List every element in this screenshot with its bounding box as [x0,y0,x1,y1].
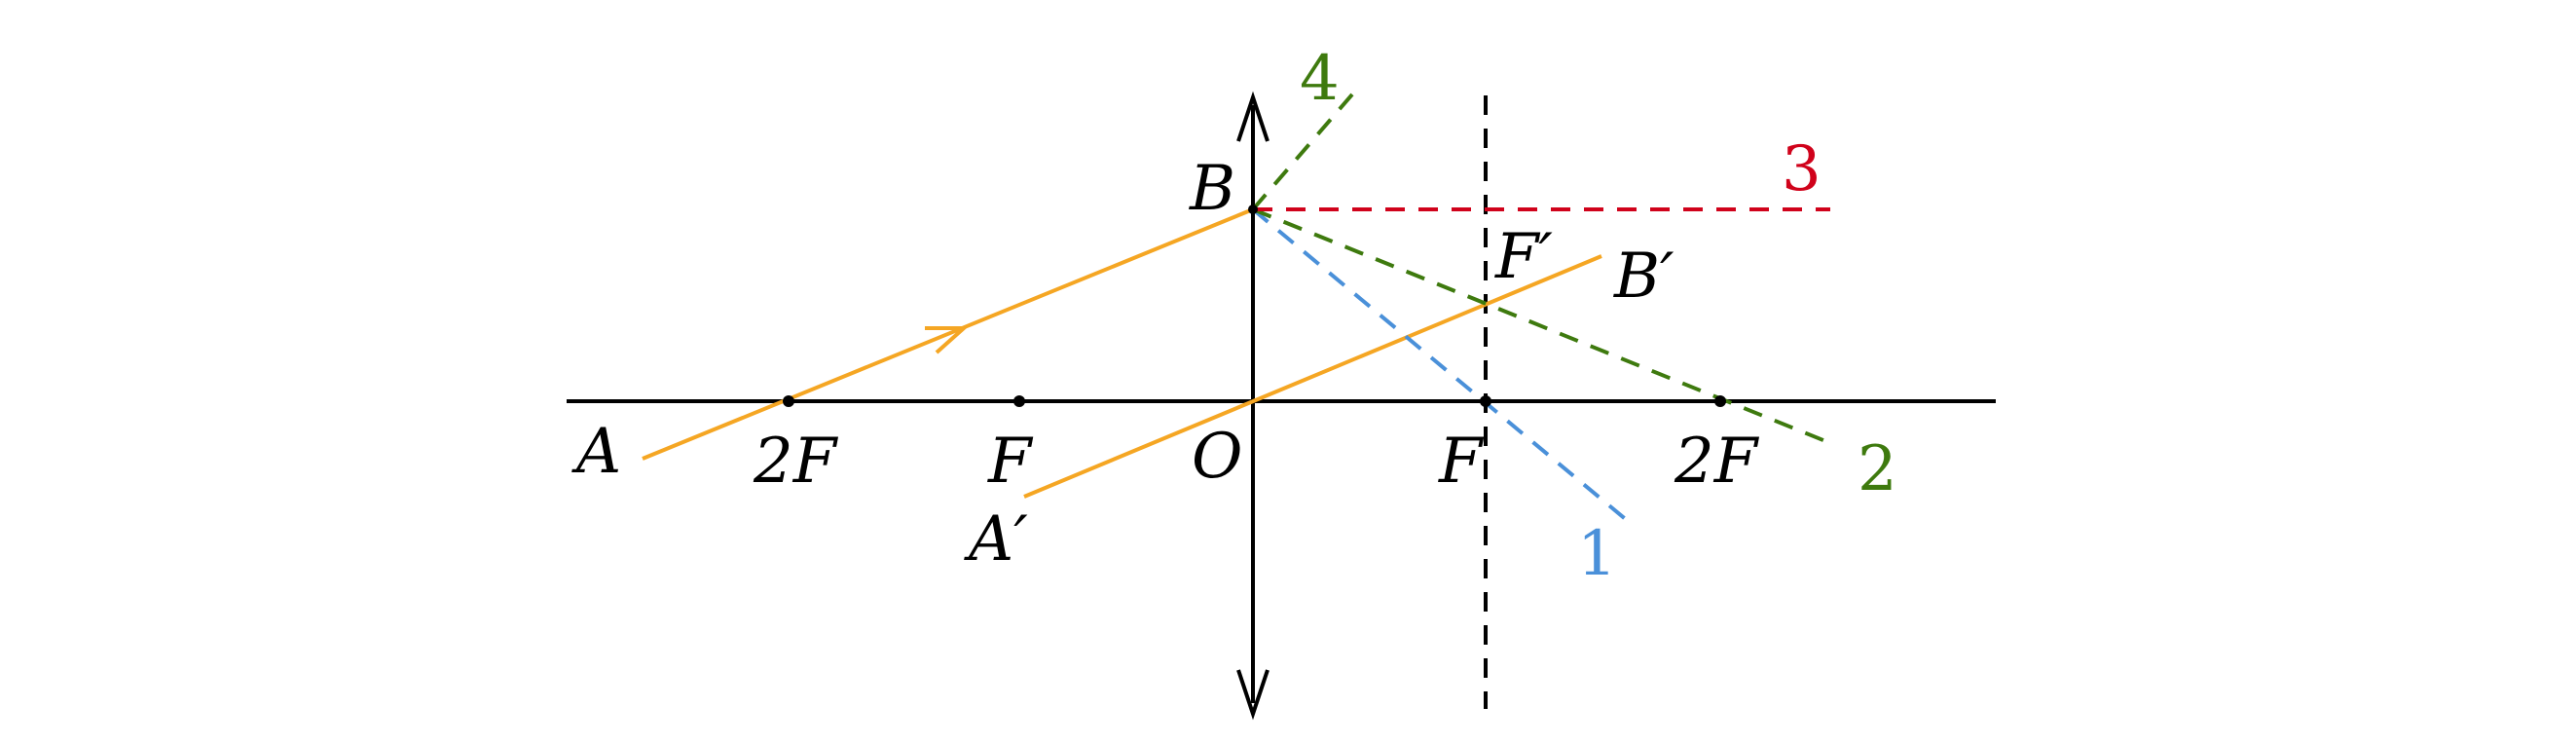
construction-line-4 [1251,86,1360,211]
label-2f-right: 2F [1674,426,1760,498]
point-f-left [1013,395,1025,407]
label-o: O [1192,421,1242,493]
label-a-prime: A′ [964,503,1028,576]
line-number-1: 1 [1577,518,1617,590]
point-2f-left [783,395,794,407]
label-f-right: F [1438,426,1485,498]
label-a: A [571,416,621,488]
point-f-right [1480,395,1491,407]
incident-ray-arrow [925,326,970,354]
line-number-4: 4 [1300,43,1340,115]
lens-arrow-bottom [1236,669,1270,721]
construction-line-2 [1252,207,1836,447]
construction-line-1 [1251,207,1630,523]
label-f-left: F [987,426,1034,498]
point-b [1248,205,1258,214]
refracted-ray [1023,254,1602,499]
label-f-prime: F′ [1494,221,1553,293]
line-number-2: 2 [1858,433,1897,505]
label-b-prime: B′ [1613,241,1674,313]
label-2f-left: 2F [753,426,839,498]
lens-arrow-top [1236,91,1270,142]
incident-ray [642,207,1254,461]
label-b: B [1189,153,1235,225]
point-2f-right [1714,395,1726,407]
line-number-3: 3 [1782,133,1822,205]
